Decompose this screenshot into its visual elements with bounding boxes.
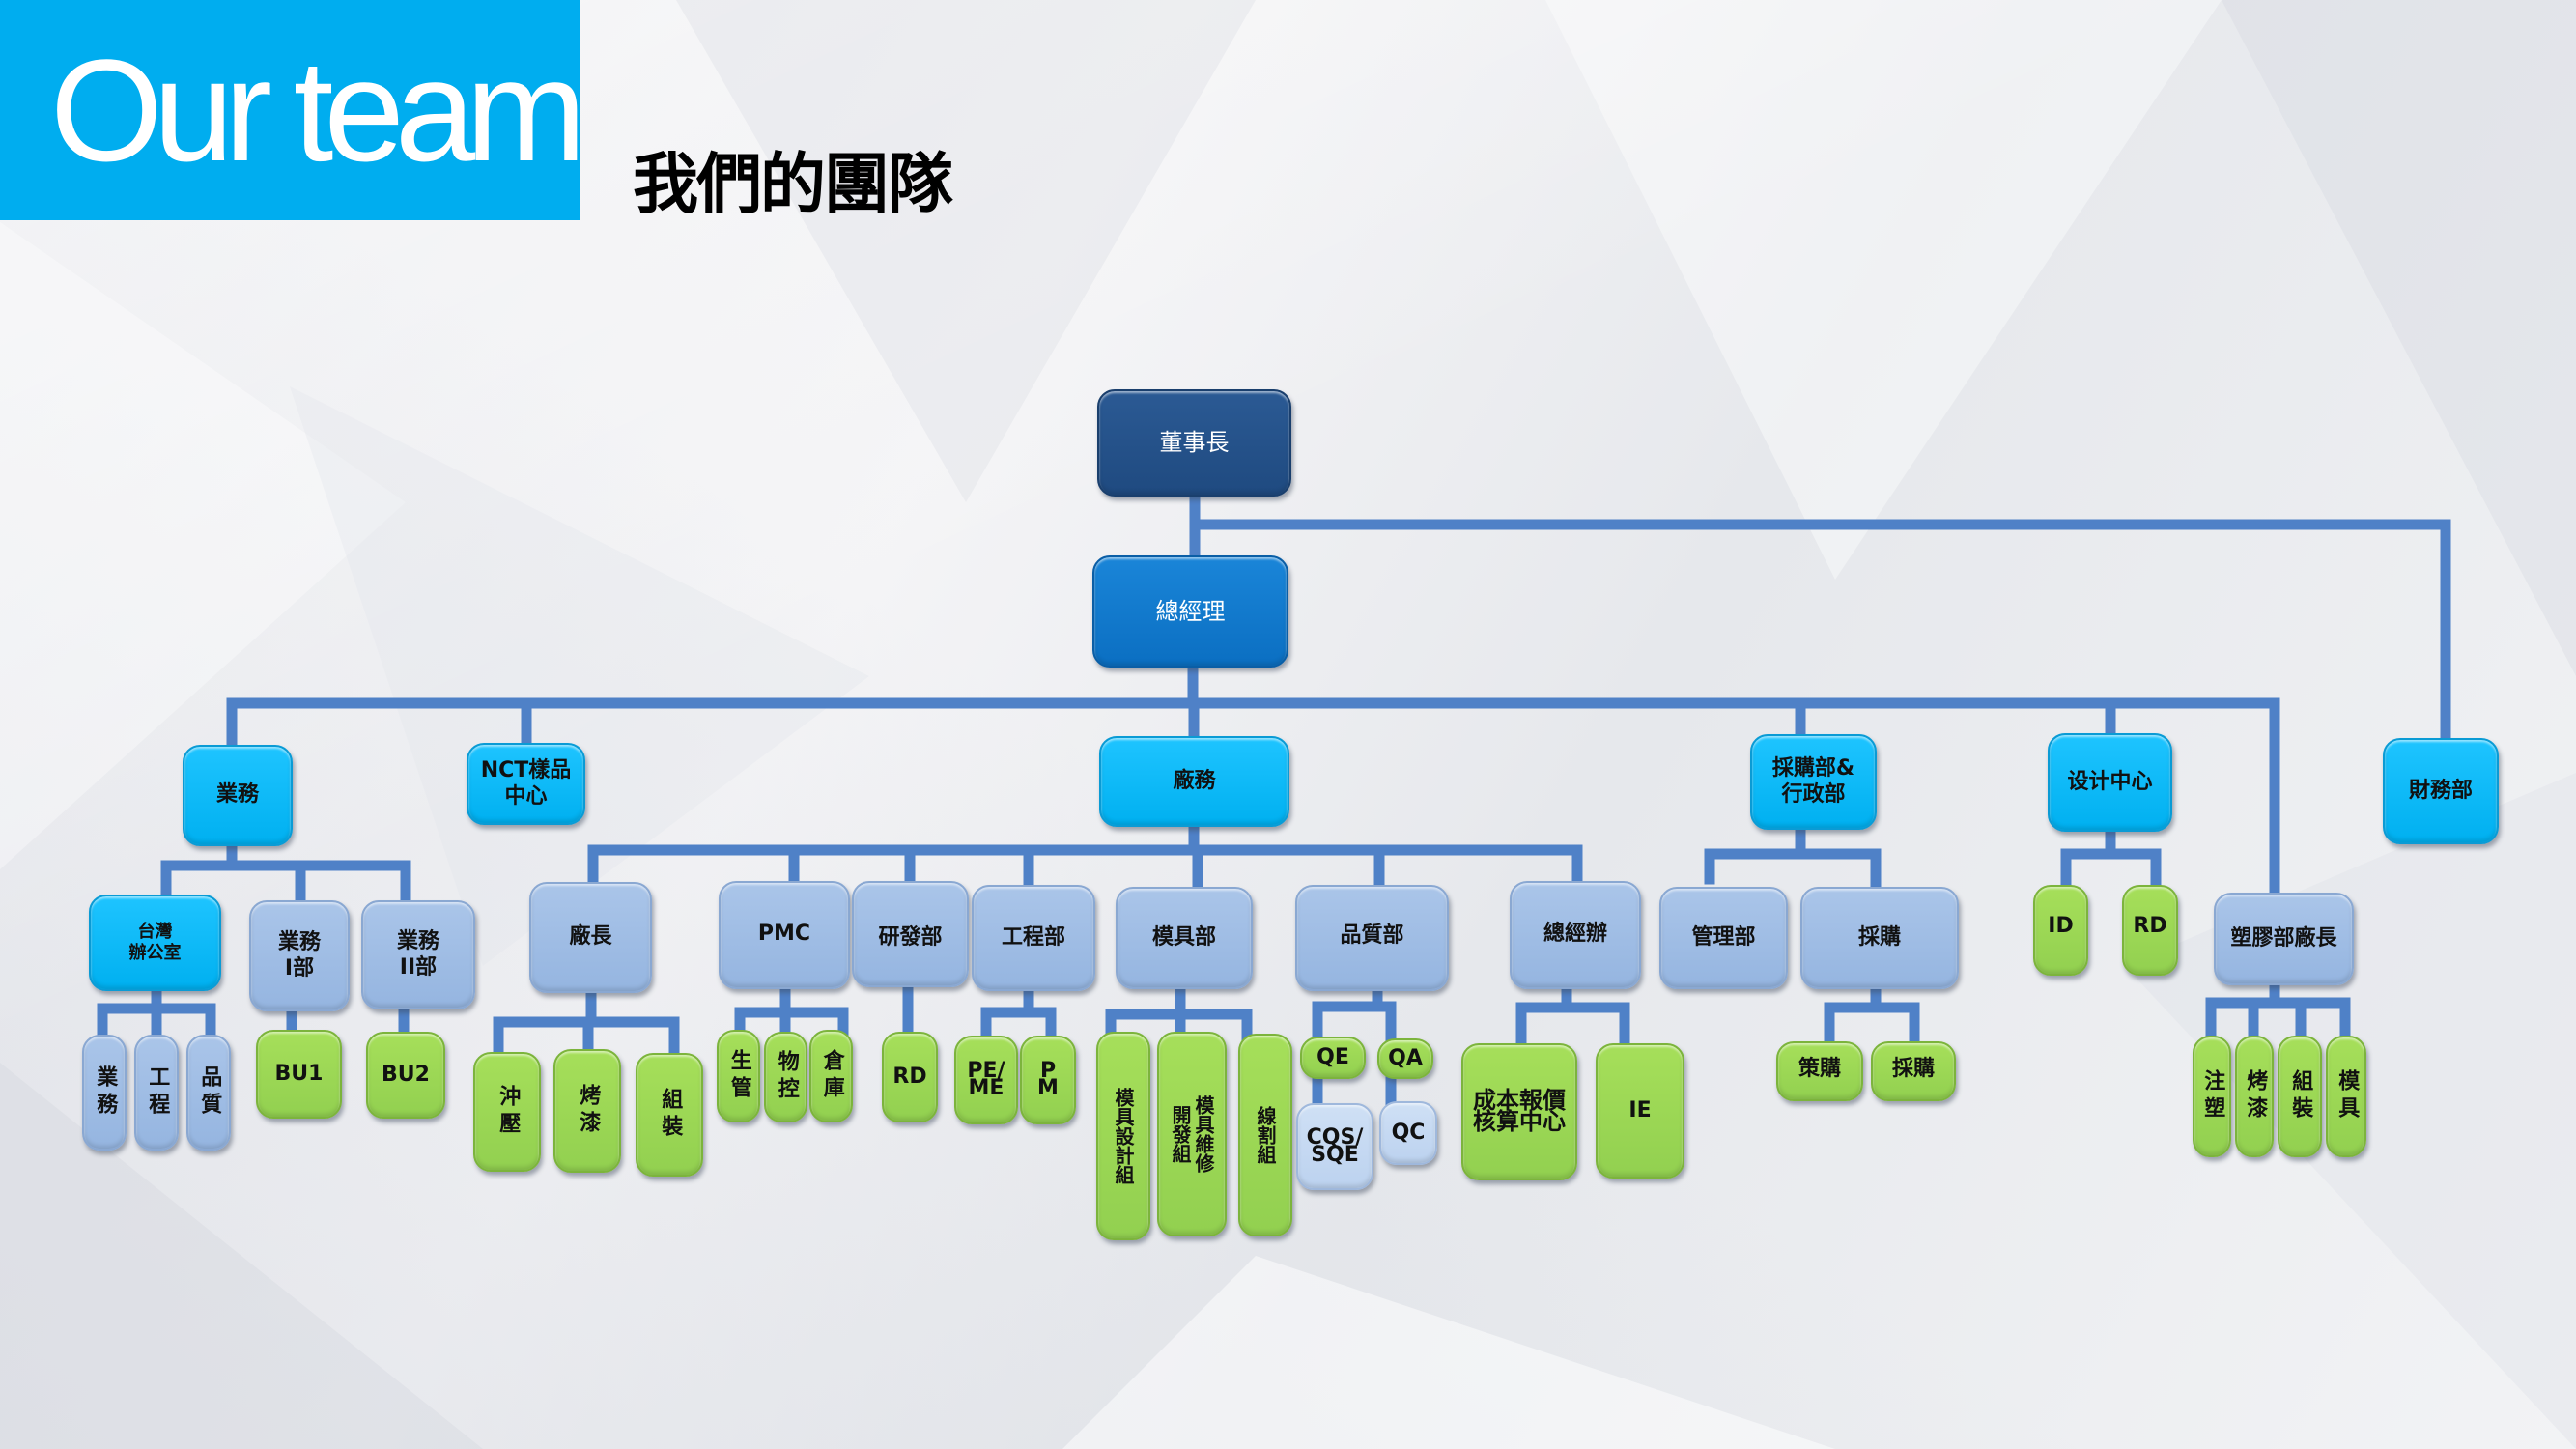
node-injection-molding[interactable]: 注塑 xyxy=(2193,1036,2231,1157)
node-gm-office[interactable]: 總經辦 xyxy=(1510,881,1641,989)
node-stamping[interactable]: 沖壓 xyxy=(473,1052,541,1172)
node-cqs-sqe[interactable]: CQS/ SQE xyxy=(1296,1103,1373,1190)
node-design-rd[interactable]: RD xyxy=(2122,885,2178,976)
node-cost-center[interactable]: 成本報價 核算中心 xyxy=(1461,1043,1577,1180)
node-mold-dept[interactable]: 模具部 xyxy=(1116,887,1253,989)
node-production-control[interactable]: 生管 xyxy=(717,1030,760,1122)
node-bu1[interactable]: BU1 xyxy=(256,1030,342,1119)
node-painting[interactable]: 烤漆 xyxy=(553,1049,621,1173)
node-pmc[interactable]: PMC xyxy=(719,881,850,989)
node-taiwan-sales[interactable]: 業務 xyxy=(82,1035,127,1151)
node-assembly[interactable]: 組裝 xyxy=(636,1053,703,1177)
node-rnd-dept[interactable]: 研發部 xyxy=(852,881,969,987)
node-sales-dept-2[interactable]: 業務 II部 xyxy=(361,900,475,1009)
node-factory-affairs[interactable]: 廠務 xyxy=(1099,736,1289,827)
node-mold-maintenance[interactable]: 模具維修 開發組 xyxy=(1157,1032,1227,1236)
node-qc[interactable]: QC xyxy=(1379,1101,1437,1165)
node-engineering-dept[interactable]: 工程部 xyxy=(972,885,1095,991)
node-bu2[interactable]: BU2 xyxy=(366,1032,445,1119)
node-strategic-purchasing[interactable]: 策購 xyxy=(1776,1041,1863,1101)
page-subtitle: 我們的團隊 xyxy=(633,147,953,223)
node-mold-design[interactable]: 模具設計組 xyxy=(1096,1032,1150,1240)
node-taiwan-office[interactable]: 台灣 辦公室 xyxy=(89,895,221,991)
line-finance xyxy=(1189,519,2451,744)
node-sales-dept-1[interactable]: 業務 I部 xyxy=(249,900,350,1011)
node-id[interactable]: ID xyxy=(2033,885,2088,976)
node-general-manager[interactable]: 總經理 xyxy=(1092,555,1288,668)
node-purchasing-admin[interactable]: 採購部& 行政部 xyxy=(1750,734,1877,830)
main-bus xyxy=(226,697,2280,902)
node-pe-me[interactable]: PE/ ME xyxy=(954,1036,1018,1124)
node-purchasing-team[interactable]: 採購 xyxy=(1871,1041,1956,1101)
node-taiwan-engineering[interactable]: 工程 xyxy=(134,1035,179,1151)
node-plastics-assembly[interactable]: 組裝 xyxy=(2278,1036,2322,1157)
factory-bus xyxy=(587,844,1583,887)
node-warehouse[interactable]: 倉庫 xyxy=(809,1030,853,1122)
node-quality-dept[interactable]: 品質部 xyxy=(1295,885,1449,991)
node-plastics-manager[interactable]: 塑膠部廠長 xyxy=(2214,893,2354,985)
sales-bus xyxy=(160,860,411,908)
node-qe[interactable]: QE xyxy=(1300,1037,1366,1079)
node-finance[interactable]: 財務部 xyxy=(2383,738,2499,844)
node-plant-manager[interactable]: 廠長 xyxy=(529,882,652,993)
node-ie[interactable]: IE xyxy=(1596,1043,1684,1179)
node-sales[interactable]: 業務 xyxy=(183,745,293,846)
brand-title: Our team xyxy=(0,0,586,220)
node-purchasing[interactable]: 採購 xyxy=(1800,887,1959,989)
node-design-center[interactable]: 设计中心 xyxy=(2048,733,2172,832)
node-management-dept[interactable]: 管理部 xyxy=(1659,887,1788,989)
node-qa[interactable]: QA xyxy=(1377,1038,1433,1079)
node-chairman[interactable]: 董事長 xyxy=(1097,389,1291,497)
node-plastics-mold[interactable]: 模具 xyxy=(2326,1036,2366,1157)
node-nct-sample-center[interactable]: NCT樣品 中心 xyxy=(467,743,585,825)
node-pm[interactable]: P M xyxy=(1020,1036,1076,1124)
node-rd[interactable]: RD xyxy=(882,1032,938,1122)
node-plastics-painting[interactable]: 烤漆 xyxy=(2235,1036,2274,1157)
node-taiwan-quality[interactable]: 品質 xyxy=(186,1035,231,1151)
node-wire-cutting[interactable]: 線割組 xyxy=(1238,1034,1292,1236)
node-material-control[interactable]: 物控 xyxy=(764,1032,807,1122)
